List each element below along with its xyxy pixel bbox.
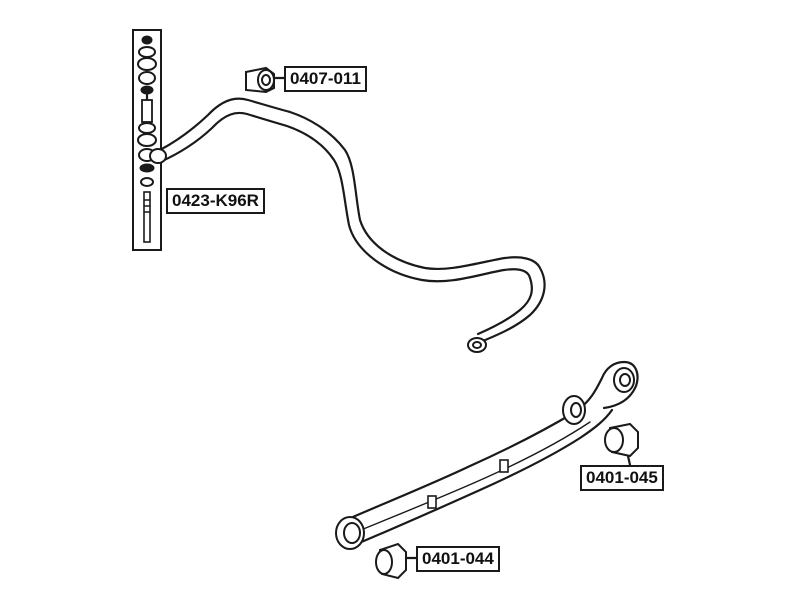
stabilizer-bushing — [245, 66, 286, 94]
label-bushing-top: 0407-011 — [284, 66, 367, 92]
stabilizer-link-kit — [132, 29, 162, 251]
label-arm-bushing-left: 0401-044 — [416, 546, 500, 572]
arm-bushing-left — [375, 542, 418, 580]
label-arm-bushing-right: 0401-045 — [580, 465, 664, 491]
stabilizer-bar — [149, 97, 546, 353]
lower-arm — [335, 360, 639, 550]
label-stabilizer-link: 0423-K96R — [166, 188, 265, 214]
arm-bushing-right — [604, 422, 639, 467]
